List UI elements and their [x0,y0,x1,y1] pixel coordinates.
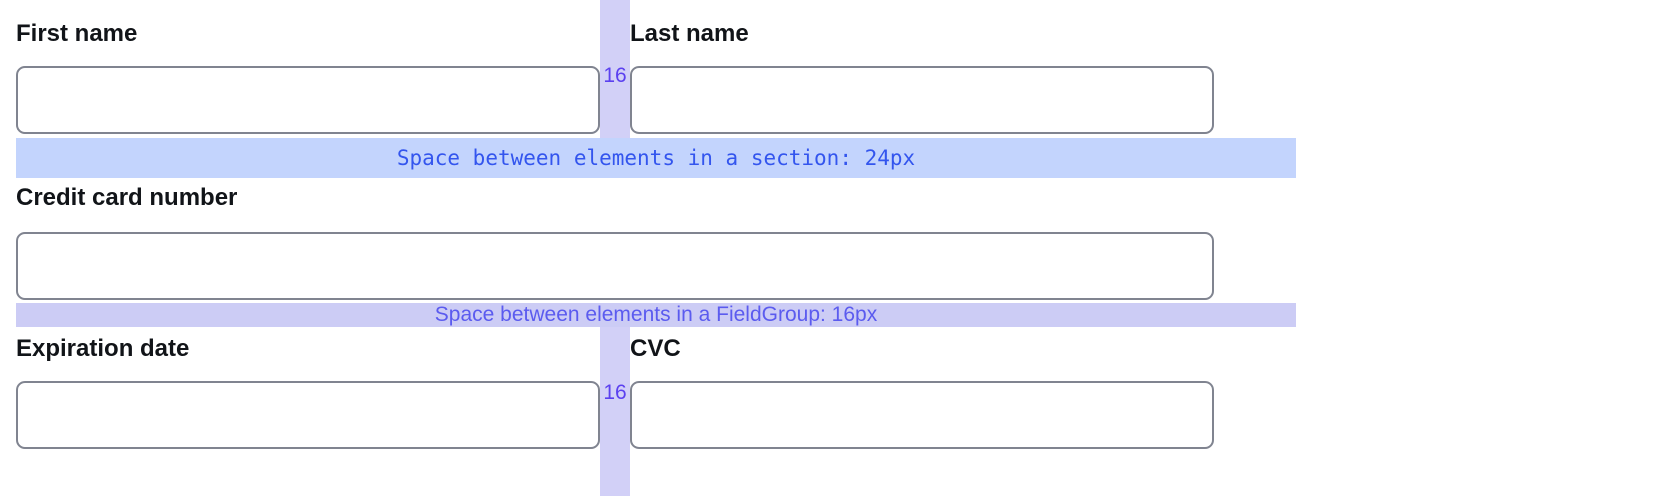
column-gap-label-bottom: 16 [603,381,627,404]
credit-card-number-label: Credit card number [16,184,238,211]
expiration-date-input[interactable] [16,381,600,449]
first-name-label: First name [16,20,138,47]
cvc-label: CVC [630,335,681,362]
section-spacing-band: Space between elements in a section: 24p… [16,138,1296,178]
column-gap-label-top: 16 [603,64,627,87]
first-name-input[interactable] [16,66,600,134]
section-spacing-label: Space between elements in a section: 24p… [396,146,916,170]
column-gap-annotation-top: 16 [600,0,630,138]
fieldgroup-spacing-band: Space between elements in a FieldGroup: … [16,303,1296,327]
cvc-input[interactable] [630,381,1214,449]
expiration-date-label: Expiration date [16,335,190,362]
fieldgroup-spacing-label: Space between elements in a FieldGroup: … [434,303,878,326]
credit-card-number-input[interactable] [16,232,1214,300]
last-name-input[interactable] [630,66,1214,134]
last-name-label: Last name [630,20,749,47]
column-gap-annotation-bottom: 16 [600,327,630,496]
